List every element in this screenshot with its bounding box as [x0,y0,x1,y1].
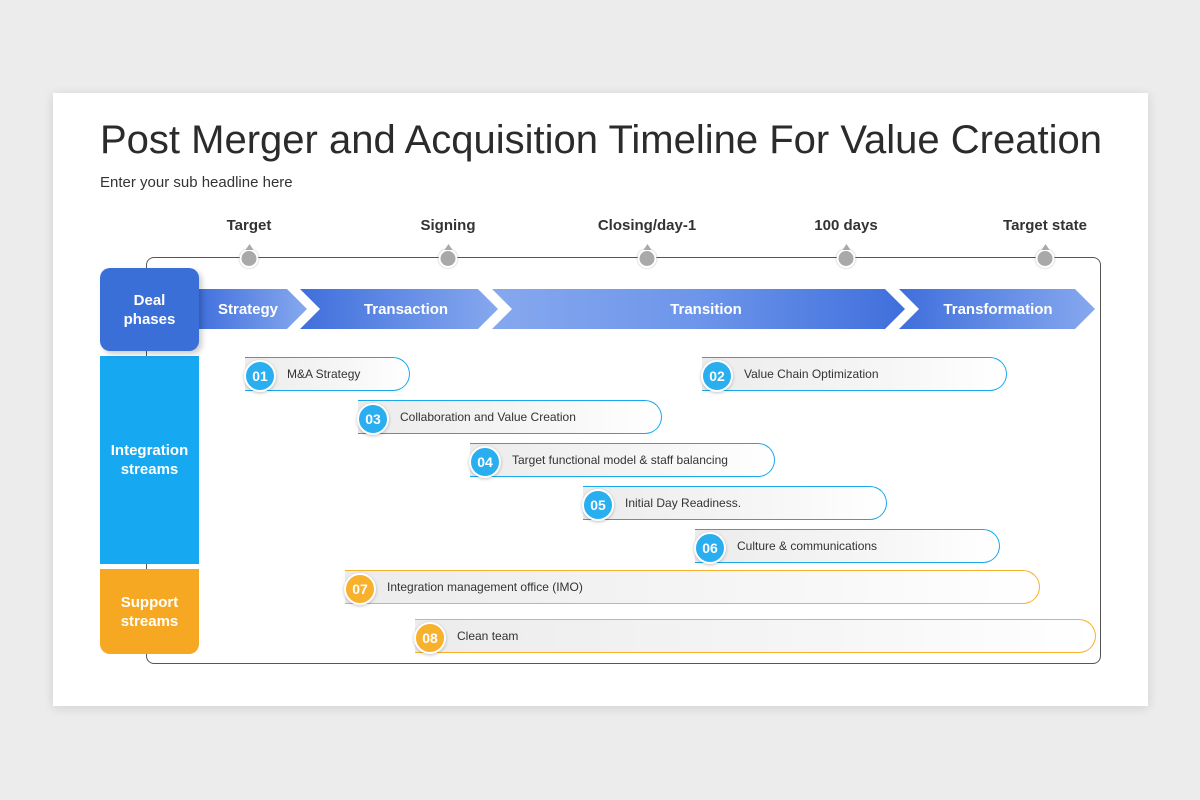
milestone-marker [438,249,458,268]
stream-label: Clean team [457,629,519,643]
row-label-support-streams: Support streams [100,569,199,654]
phase-arrow-strategy [195,289,307,329]
milestone-label-target: Target [226,217,272,234]
stream-bar-05: 05 Initial Day Readiness. [582,486,887,521]
milestone-label-signing: Signing [420,217,476,234]
page-title: Post Merger and Acquisition Timeline For… [100,118,1102,162]
phase-arrow-transition [492,289,905,329]
milestone-marker [239,249,259,268]
milestone-marker [1035,249,1055,268]
milestone-marker [836,249,856,268]
row-label-deal-phases: Deal phases [100,268,199,351]
stream-bar-03: 03 Collaboration and Value Creation [357,400,662,435]
stream-bar-07: 07 Integration management office (IMO) [344,570,1040,605]
stream-label: Target functional model & staff balancin… [512,453,728,467]
milestone-label-target-state: Target state [1003,217,1087,234]
stream-number-badge: 02 [701,360,733,392]
stream-number-badge: 05 [582,489,614,521]
phase-label-strategy: Strategy [217,301,279,318]
stream-number-badge: 03 [357,403,389,435]
stream-number-badge: 07 [344,573,376,605]
phase-label-transaction: Transaction [363,301,449,318]
stream-bar-06: 06 Culture & communications [694,529,1000,564]
stream-number-badge: 04 [469,446,501,478]
phase-label-transition: Transition [670,301,742,318]
stream-bar-01: 01 M&A Strategy [244,357,410,392]
row-label-integration-streams: Integration streams [100,356,199,564]
milestone-label-100-days: 100 days [814,217,878,234]
stream-label: Initial Day Readiness. [625,496,742,510]
milestone-label-closing: Closing/day-1 [597,217,697,234]
phase-arrows [195,289,1095,329]
stream-label: Collaboration and Value Creation [400,410,576,424]
stream-bar-08: 08 Clean team [414,619,1096,654]
stream-number-badge: 06 [694,532,726,564]
milestone-marker [637,249,657,268]
page-subtitle: Enter your sub headline here [100,174,293,191]
stream-number-badge: 01 [244,360,276,392]
stream-label: Integration management office (IMO) [387,580,583,594]
stream-bar-04: 04 Target functional model & staff balan… [469,443,775,478]
phase-label-transformation: Transformation [943,301,1053,318]
phase-arrow-transaction [300,289,498,329]
stream-label: Value Chain Optimization [744,367,879,381]
stream-label: M&A Strategy [287,367,361,381]
stream-number-badge: 08 [414,622,446,654]
phase-arrow-transformation [899,289,1095,329]
stream-label: Culture & communications [737,539,878,553]
stream-bar-02: 02 Value Chain Optimization [701,357,1007,392]
